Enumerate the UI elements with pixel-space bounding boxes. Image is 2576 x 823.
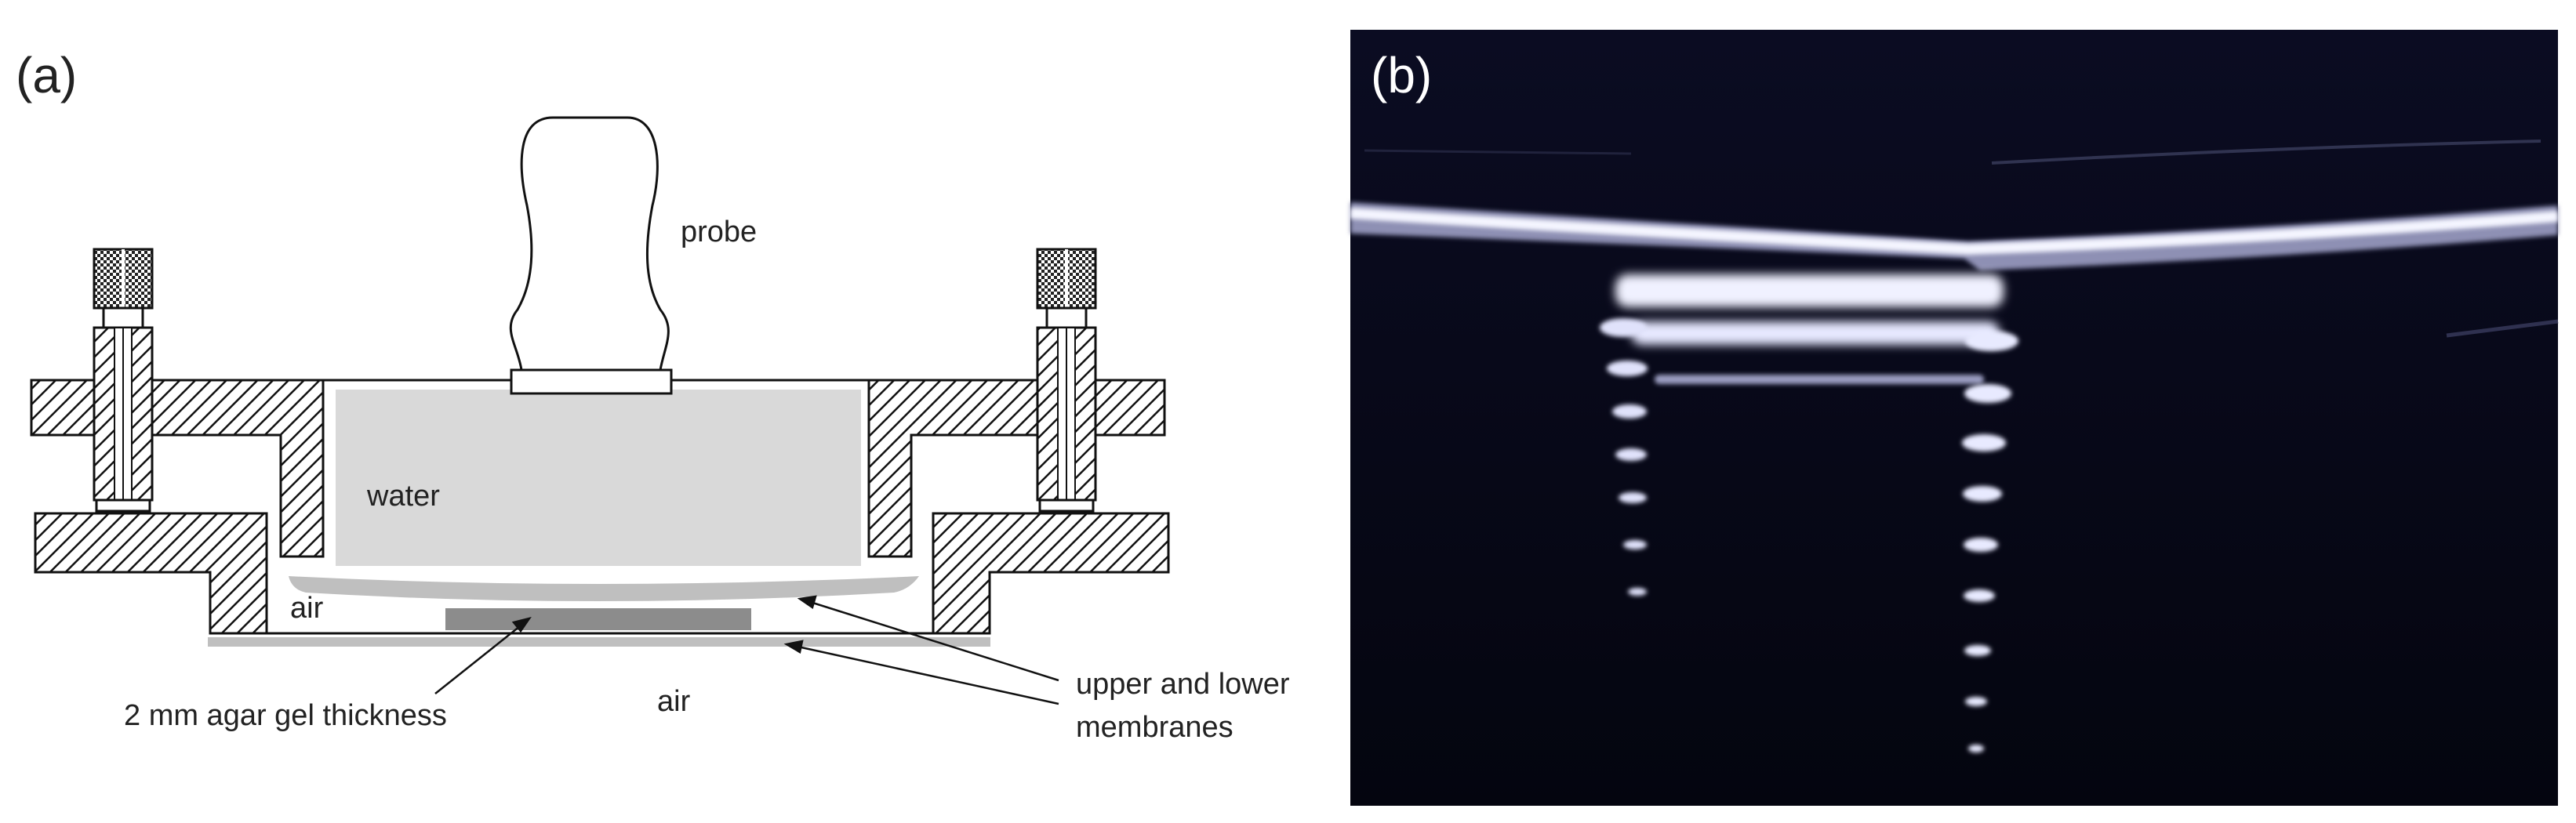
air-outer-label: air: [657, 685, 691, 718]
gel-label: 2 mm agar gel thickness: [124, 699, 447, 732]
membranes-label-line2: membranes: [1076, 711, 1234, 744]
screw-neck: [1045, 306, 1088, 329]
lower-membrane-arrowhead: [783, 640, 804, 654]
screw-tip: [95, 499, 151, 513]
gel-arrowhead: [511, 616, 532, 633]
probe-tip: [510, 368, 673, 395]
probe-body: [509, 116, 670, 372]
air-inner-label: air: [290, 592, 324, 625]
faint-reflection: [1991, 140, 2541, 165]
panel-a-letter: (a): [16, 47, 77, 103]
panel-a: (a): [16, 47, 1290, 744]
screw-tip: [1038, 499, 1095, 513]
lower-flange: [34, 512, 268, 635]
probe-label: probe: [681, 216, 757, 248]
left-reverberation: [1600, 318, 1648, 596]
upper-membrane-arrowhead: [797, 595, 817, 610]
membranes-label-line1: upper and lower: [1076, 668, 1290, 701]
faint-reflection: [1364, 149, 1632, 155]
gel-echo: [1615, 274, 2004, 307]
upper-membrane-arrow: [807, 600, 1059, 682]
right-clamp-screw: [1036, 248, 1097, 513]
membrane-echo-core: [1350, 208, 2559, 256]
membrane-echo: [1350, 202, 2558, 270]
lower-membrane-arrow: [794, 644, 1059, 705]
gel-arrow: [434, 622, 525, 694]
screw-neck: [102, 306, 144, 329]
gel-echo: [1631, 321, 2000, 345]
upper-membrane: [289, 576, 919, 601]
right-reverberation: [1962, 331, 2018, 752]
ultrasound-image: [1350, 30, 2558, 806]
panel-b: (b): [1350, 30, 2559, 806]
gel-echo: [1655, 375, 1984, 384]
water-region: [336, 390, 861, 566]
water-label: water: [366, 480, 440, 513]
lower-flange: [932, 512, 1170, 635]
faint-reflection: [2446, 319, 2559, 338]
lower-membrane: [208, 637, 990, 647]
probe: [509, 116, 673, 395]
panel-b-letter: (b): [1371, 47, 1432, 103]
agar-gel: [445, 608, 751, 630]
leader-lines: [434, 595, 1059, 705]
left-clamp-screw: [93, 248, 154, 513]
